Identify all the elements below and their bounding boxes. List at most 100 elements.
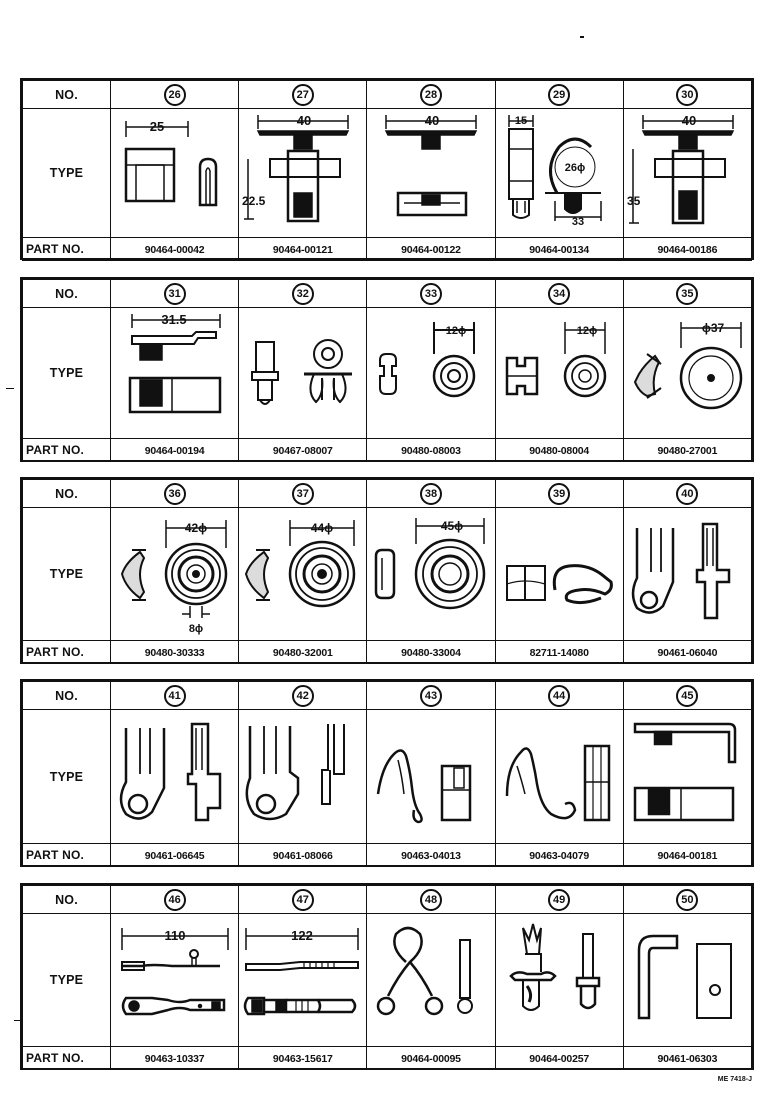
part-drawing-49 <box>494 913 624 1047</box>
part-no-label: PART NO. <box>22 438 111 462</box>
item-number: 46 <box>163 888 186 911</box>
clip-drawing <box>377 749 472 824</box>
part-number: 82711-14080 <box>529 647 589 659</box>
no-label: NO. <box>22 479 111 508</box>
part-number: 90463-04079 <box>529 850 589 862</box>
part-number: 90464-00257 <box>529 1053 589 1065</box>
dimension-text: 15 <box>515 115 527 127</box>
clip-drawing <box>377 926 474 1016</box>
item-number: 31 <box>163 282 186 305</box>
part-drawing-36: 42ϕ 8ϕ <box>109 507 240 641</box>
dimension-text: 12ϕ <box>576 325 596 337</box>
part-drawing-48 <box>366 913 496 1047</box>
part-number: 90464-00042 <box>144 244 205 256</box>
part-number: 90467-08007 <box>272 445 333 457</box>
part-number: 90480-32001 <box>272 647 333 659</box>
clip-drawing: 31.5 <box>128 312 222 414</box>
item-number: 42 <box>291 684 314 707</box>
part-no-label: PART NO. <box>22 237 111 261</box>
part-drawing-33: 12ϕ <box>366 307 496 439</box>
dimension-text: 40 <box>297 113 311 128</box>
part-number: 90464-00121 <box>272 244 333 256</box>
dimension-text: 12ϕ <box>446 325 466 337</box>
part-drawing-43 <box>366 709 496 844</box>
dimension-text: 26ϕ <box>564 162 584 174</box>
item-number: 39 <box>548 482 571 505</box>
item-number: 41 <box>163 684 186 707</box>
item-number: 49 <box>548 888 571 911</box>
part-number: 90463-10337 <box>144 1053 205 1065</box>
part-number: 90480-27001 <box>657 445 718 457</box>
part-drawing-41 <box>109 709 240 844</box>
item-number: 40 <box>676 482 699 505</box>
item-number: 48 <box>419 888 442 911</box>
item-number: 33 <box>419 282 442 305</box>
grommet-drawing: 44ϕ <box>245 520 356 608</box>
clip-drawing: 40 35 <box>627 113 735 225</box>
type-label: TYPE <box>22 307 111 439</box>
part-drawing-27: 40 22.5 <box>238 108 368 238</box>
scan-speck <box>6 388 14 389</box>
scan-speck <box>580 36 584 38</box>
dimension-text: 45ϕ <box>441 519 463 533</box>
part-number: 90464-00134 <box>529 244 589 256</box>
clip-drawing <box>251 339 353 405</box>
item-number: 32 <box>291 282 314 305</box>
part-number: 90464-00181 <box>657 850 718 862</box>
item-number: 37 <box>291 482 314 505</box>
part-number: 90461-06645 <box>144 850 205 862</box>
clip-drawing: 12ϕ <box>505 322 606 398</box>
item-number: 34 <box>548 282 571 305</box>
item-number: 36 <box>163 482 186 505</box>
clip-drawing: ϕ37 <box>633 321 743 410</box>
part-drawing-38: 45ϕ <box>366 507 496 641</box>
dimension-text: 25 <box>150 119 164 134</box>
document-code: ME 7418-J <box>717 1076 752 1083</box>
clip-drawing: 12ϕ <box>379 322 476 398</box>
item-number: 50 <box>676 888 699 911</box>
dimension-text: 42ϕ <box>185 521 207 535</box>
item-number: 28 <box>419 83 442 106</box>
part-drawing-44 <box>494 709 624 844</box>
parts-table-block-5: NO. 46 47 48 49 50 TYPE 110 <box>20 883 754 1070</box>
dimension-text: 33 <box>572 216 584 228</box>
band-clamp-drawing: 110 <box>121 928 229 1016</box>
dimension-text: 40 <box>425 113 439 128</box>
part-no-label: PART NO. <box>22 1046 111 1070</box>
clip-drawing <box>505 564 613 605</box>
part-number: 90480-33004 <box>401 647 461 659</box>
no-label: NO. <box>22 80 111 109</box>
grommet-drawing: 42ϕ 8ϕ <box>121 520 228 635</box>
clip-drawing: 15 26ϕ 33 <box>507 115 602 228</box>
clip-drawing <box>245 724 346 821</box>
part-number: 90480-30333 <box>144 647 205 659</box>
part-number: 90480-08004 <box>529 445 589 457</box>
parts-table-block-4: NO. 41 42 43 44 45 TYPE <box>20 679 754 867</box>
item-number: 44 <box>548 684 571 707</box>
part-drawing-30: 40 35 <box>622 108 753 238</box>
dimension-text: 8ϕ <box>189 623 203 635</box>
no-label: NO. <box>22 885 111 914</box>
item-number: 43 <box>419 684 442 707</box>
part-number: 90464-00194 <box>144 445 205 457</box>
clip-drawing <box>505 744 610 822</box>
clip-drawing <box>119 722 222 822</box>
part-number: 90463-15617 <box>272 1053 333 1065</box>
dimension-text: 31.5 <box>161 312 186 327</box>
parts-table-block-1: NO. 26 27 28 29 30 TYPE 25 <box>20 78 754 261</box>
clip-drawing <box>631 522 731 620</box>
part-drawing-42 <box>238 709 368 844</box>
part-drawing-28: 40 <box>366 108 496 238</box>
part-no-label: PART NO. <box>22 843 111 867</box>
dimension-text: 35 <box>627 194 641 208</box>
grommet-drawing: 45ϕ <box>375 518 486 610</box>
item-number: 45 <box>676 684 699 707</box>
part-drawing-35: ϕ37 <box>622 307 753 439</box>
no-label: NO. <box>22 681 111 710</box>
part-number: 90464-00095 <box>401 1053 461 1065</box>
part-number: 90461-06040 <box>657 647 718 659</box>
part-number: 90464-00186 <box>657 244 718 256</box>
dimension-text: 122 <box>291 928 313 943</box>
parts-table-block-3: NO. 36 37 38 39 40 TYPE 42ϕ 8ϕ <box>20 477 754 664</box>
band-clamp-drawing: 122 <box>244 928 360 1016</box>
